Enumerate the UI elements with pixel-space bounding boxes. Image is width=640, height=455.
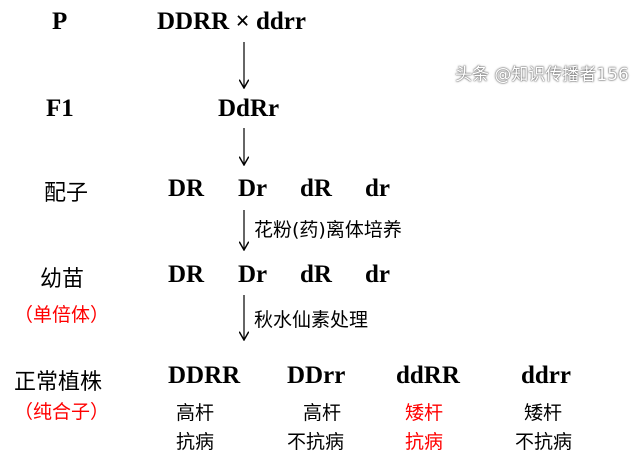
f1-genotype: DdRr	[218, 95, 280, 122]
p-label: P	[52, 8, 68, 35]
plant-height: 高杆	[176, 402, 215, 424]
plant-genotype: ddrr	[521, 362, 571, 389]
plant-height: 矮杆	[405, 402, 444, 424]
seedling: DR	[168, 261, 205, 288]
plant-genotype: ddRR	[396, 362, 460, 389]
plant-resistance: 抗病	[176, 431, 215, 453]
gamete: dR	[300, 175, 332, 202]
plant-resistance: 抗病	[405, 431, 444, 453]
f1-label: F1	[46, 95, 74, 122]
plants-sublabel: （纯合子）	[14, 401, 110, 423]
plant-height: 矮杆	[524, 402, 563, 424]
plant-resistance: 不抗病	[287, 431, 345, 453]
seedlings-label: 幼苗	[40, 267, 85, 292]
gamete: dr	[365, 175, 390, 202]
plant-height: 高杆	[303, 402, 342, 424]
plant-resistance: 不抗病	[515, 431, 573, 453]
watermark: 头条 @知识传播者156	[455, 65, 629, 85]
step-anther-culture: 花粉(药)离体培养	[254, 219, 402, 241]
gamete: Dr	[238, 175, 268, 202]
seedling: Dr	[238, 261, 268, 288]
p-cross: DDRR × ddrr	[157, 8, 306, 35]
plants-label: 正常植株	[14, 370, 103, 395]
gametes-label: 配子	[44, 181, 89, 206]
plant-genotype: DDRR	[168, 362, 241, 389]
seedling: dr	[365, 261, 390, 288]
step-colchicine: 秋水仙素处理	[254, 309, 369, 331]
seedling: dR	[300, 261, 332, 288]
seedlings-sublabel: （单倍体）	[14, 304, 110, 326]
plant-genotype: DDrr	[287, 362, 346, 389]
gamete: DR	[168, 175, 205, 202]
